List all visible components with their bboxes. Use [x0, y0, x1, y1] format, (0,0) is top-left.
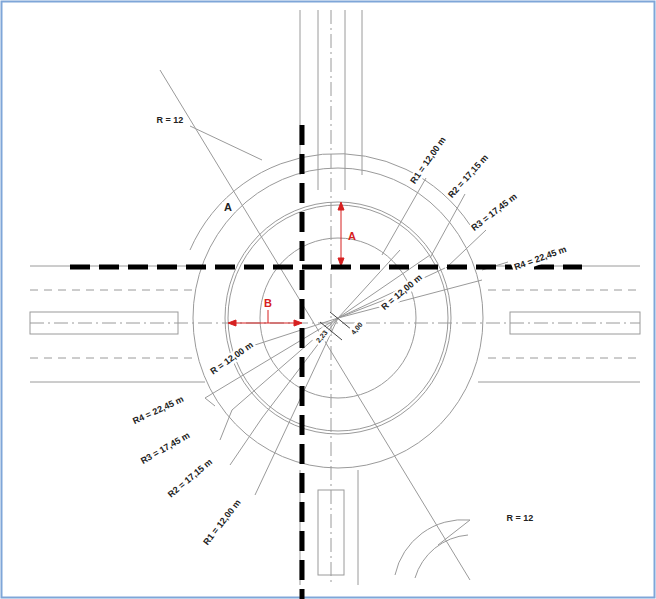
dimension-label: 4,00: [347, 318, 367, 339]
dimension-label: R = 12: [155, 115, 186, 126]
dimension-label: R4 = 22,45 m: [129, 393, 187, 428]
dimension-label: R3 = 17,45 m: [137, 429, 193, 468]
dimension-label: R = 12,00 m: [378, 271, 426, 314]
dimension-label: R1 = 12,00 m: [407, 133, 450, 187]
dimension-label: B: [262, 298, 274, 309]
dimension-label: R3 = 17,45 m: [467, 190, 520, 235]
dimension-label: R2 = 17,15 m: [164, 455, 216, 501]
dimension-label: R = 12: [505, 513, 536, 524]
dimension-label: A: [222, 202, 234, 213]
dimension-label: A: [346, 231, 358, 242]
dimension-label: R2 = 17,15 m: [444, 150, 492, 201]
dimension-label: R = 12,00 m: [207, 338, 257, 378]
dimension-label: R1 = 12,00 m: [200, 495, 245, 548]
